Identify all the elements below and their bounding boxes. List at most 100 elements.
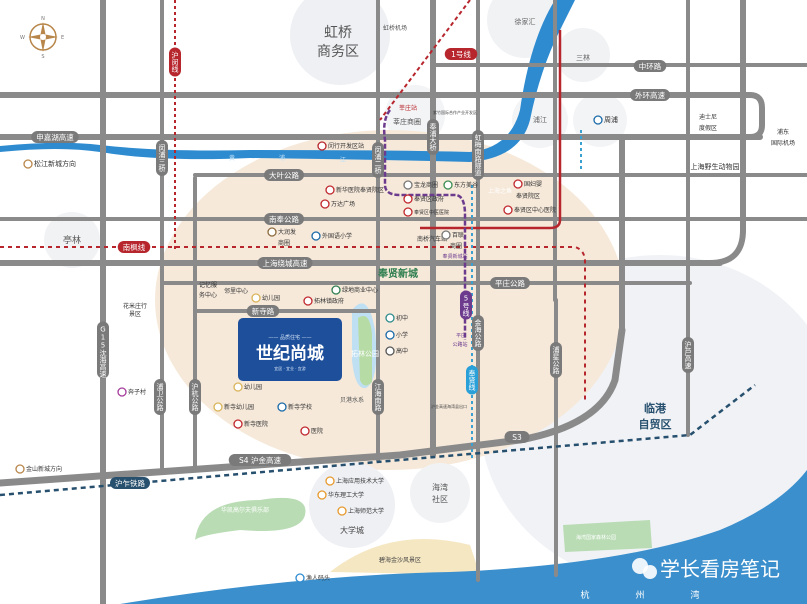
poi-icon <box>277 402 287 412</box>
label-pudong1: 浦东 <box>777 128 789 136</box>
project-name: 世纪尚城 <box>256 343 324 364</box>
badge-text: 1号线 <box>451 49 471 59</box>
label-tinglin: 亭林 <box>63 234 81 246</box>
road-badge-puxing: 浦星公路 <box>550 342 562 378</box>
road-badge-zhonghuan: 中环路 <box>633 60 667 72</box>
label-text: 奉贤区政府 <box>414 195 444 203</box>
beach-area <box>330 539 480 575</box>
label-wanda: 万达广场 <box>320 199 355 209</box>
label-text: 江 <box>340 157 346 164</box>
label-baolong: 宝龙商圈 <box>403 180 438 190</box>
label-text: 商务区 <box>317 44 359 60</box>
poi-icon <box>325 476 335 486</box>
road-badge-s4: S4 沪金高速 <box>228 454 292 466</box>
road-badge-waihuan: 外环高速 <box>630 89 670 101</box>
label-text: 奉贤区中心医院 <box>514 206 556 214</box>
label-text: 自贸区 <box>639 417 672 431</box>
label-disney1: 迪士尼 <box>699 113 717 121</box>
label-text: 大学城 <box>340 525 364 535</box>
label-text: 上海师范大学 <box>348 507 384 515</box>
label-minhang-station: 闵行开发区站 <box>317 141 364 151</box>
label-text: 莘庄站 <box>399 104 417 112</box>
label-text: 万达广场 <box>331 200 355 208</box>
label-text: 务中心 <box>199 291 217 299</box>
label-text: 南桥汽车站 <box>417 235 447 243</box>
project-marker[interactable]: —— 品质住宅 —— 世纪尚城 宜居 · 宜业 · 宜游 <box>238 318 342 381</box>
label-hongqiao2: 商务区 <box>317 44 359 60</box>
label-text: 绿地商业中心 <box>342 286 378 294</box>
label-text: 度假区 <box>699 124 717 132</box>
road-badge-huminxian: 沪闵线 <box>169 47 181 77</box>
poi-icon <box>15 464 25 474</box>
label-text: 虹桥机场 <box>383 24 407 32</box>
label-text: 拓林镇政府 <box>314 297 344 305</box>
university-bubble <box>309 462 395 548</box>
badge-text: S3 <box>512 433 522 442</box>
label-text: 奔子村 <box>128 388 146 396</box>
label-text: 迪士尼 <box>699 113 717 121</box>
label-jinshan: 金山新城方向 <box>15 464 62 474</box>
golf-green <box>195 497 306 540</box>
label-text: 三林 <box>576 53 590 62</box>
badge-text: 金海公路 <box>474 318 482 348</box>
badge-text: 上海绕城高速 <box>263 258 308 268</box>
zhelin-park-green <box>358 316 372 386</box>
label-text: 奉贤新城站 <box>442 253 467 260</box>
label-text: 大润发 <box>278 228 296 236</box>
road-badge-xinsi: 新寺路 <box>246 305 280 317</box>
label-hq-airport: 虹桥机场 <box>383 24 407 32</box>
poi-icon <box>267 227 277 237</box>
label-kinder2: 幼儿园 <box>233 382 262 392</box>
label-text: 奉贤新城 <box>377 267 418 280</box>
label-benzi: 奔子村 <box>117 387 146 397</box>
poi-icon <box>503 205 513 215</box>
label-text: 高中 <box>396 347 408 355</box>
label-zhoupu: 周浦 <box>593 115 618 125</box>
poi-icon <box>23 159 33 169</box>
label-xinsi-kinder: 新寺幼儿园 <box>213 402 254 412</box>
badge-text: 浦星公路 <box>552 345 560 375</box>
road-badge-hongmei: 虹梅南路隧道 <box>472 130 484 180</box>
label-pudong2: 国际机场 <box>771 139 795 147</box>
label-songjiang: 松江新城方向 <box>23 159 76 169</box>
label-huami2: 景区 <box>129 311 141 318</box>
label-text: 海湾 <box>432 482 448 492</box>
label-text: 国际机场 <box>771 139 795 147</box>
badge-text: 奉贤线 <box>468 369 476 391</box>
label-xujiahui: 徐家汇 <box>515 17 536 26</box>
label-text: 莘庄商圈 <box>393 117 421 126</box>
poi-icon <box>213 402 223 412</box>
label-shnu: 上海师范大学 <box>337 506 384 516</box>
label-text: 新寺学校 <box>288 403 312 411</box>
label-beach: 碧海金沙风景区 <box>379 556 421 564</box>
label-text: 初中 <box>396 314 408 322</box>
label-text: 记忆服 <box>199 281 217 289</box>
label-text: 幼儿园 <box>262 294 280 302</box>
label-text: 松江新城方向 <box>34 159 76 168</box>
label-text: 花米庄行 <box>123 302 147 310</box>
label-text: 上海应用技术大学 <box>336 477 384 485</box>
badge-text: 沪闵线 <box>171 51 179 73</box>
poi-icon <box>117 387 127 397</box>
label-text: 新寺幼儿园 <box>224 403 254 411</box>
label-sit: 上海应用技术大学 <box>325 476 384 486</box>
label-huang: 黄 <box>229 154 235 162</box>
poi-icon <box>441 230 451 240</box>
svg-text:E: E <box>61 35 64 41</box>
poi-icon <box>403 207 413 217</box>
label-park: 拓林公园 <box>351 349 379 358</box>
label-text: 拓林公园 <box>351 349 379 358</box>
badge-text: 浦卫公路 <box>156 382 164 412</box>
label-lingang2: 自贸区 <box>639 417 672 431</box>
label-hosp: 医院 <box>300 426 323 436</box>
poi-icon <box>403 180 413 190</box>
label-text: 杭 <box>580 589 589 601</box>
label-xinhua: 新华医院奉贤院区 <box>325 185 384 195</box>
badge-text: 南奉公路 <box>269 214 299 224</box>
label-foreign-school: 外国语小学 <box>311 231 352 241</box>
label-xinsi-school: 新寺学校 <box>277 402 312 412</box>
label-text: 上海野生动物园 <box>691 162 740 171</box>
poi-icon <box>233 382 243 392</box>
